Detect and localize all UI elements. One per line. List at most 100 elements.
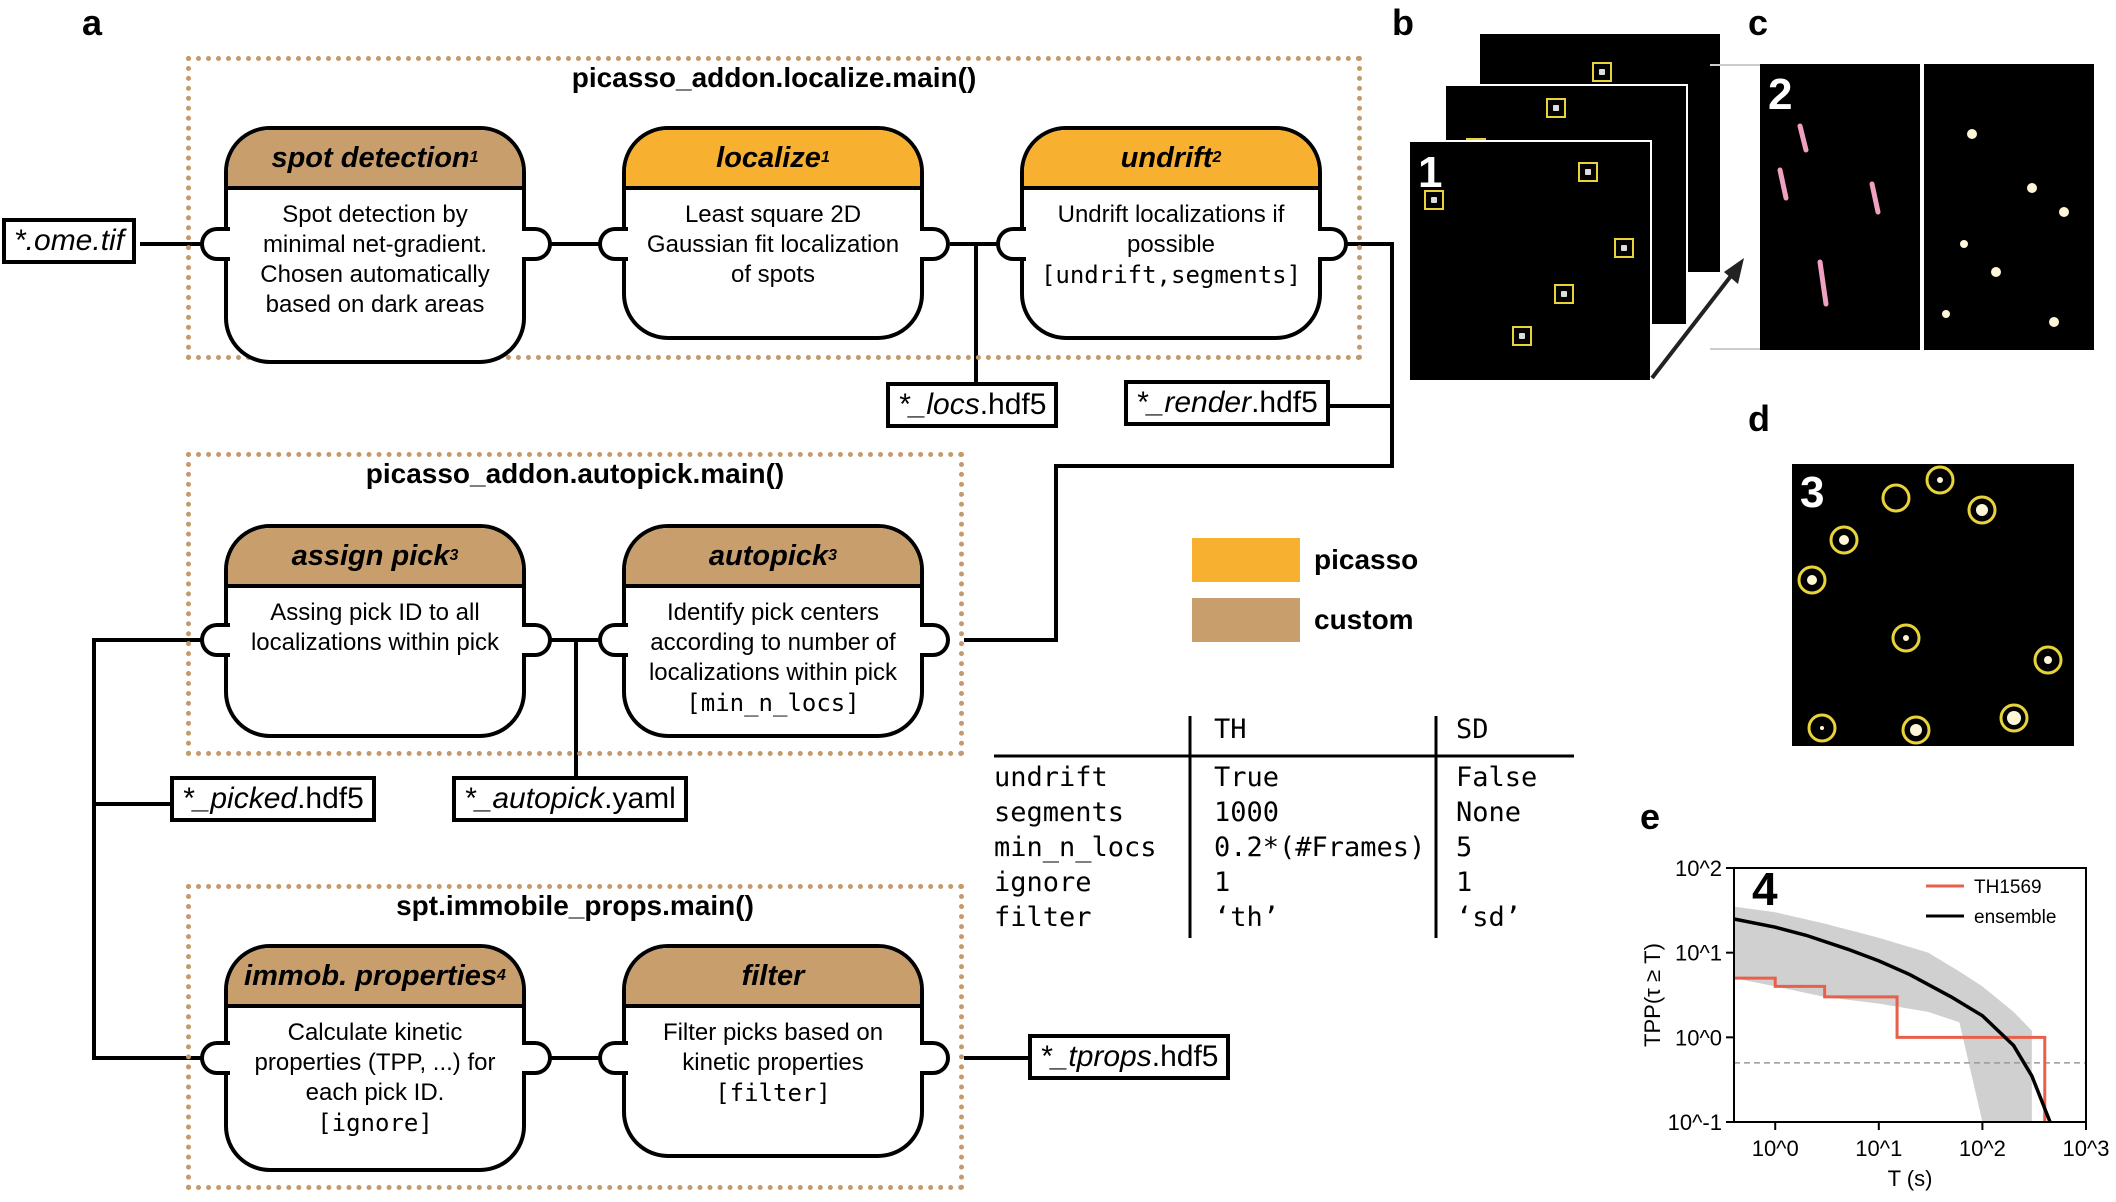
- legend-label-ensemble: ensemble: [1974, 907, 2056, 928]
- legend-swatch-picasso: [1192, 538, 1300, 582]
- localize-group-title: picasso_addon.localize.main(): [571, 62, 977, 93]
- undrifted-spots: [1942, 129, 2069, 327]
- spot-box: [1614, 238, 1634, 258]
- legend-label-picasso: picasso: [1314, 544, 1419, 575]
- picked-file-box: *_picked.hdf5: [170, 776, 376, 822]
- input-knob: [200, 227, 230, 261]
- locs-file-name: *_locs: [898, 388, 980, 421]
- y-tick-label: 10^-1: [1668, 1110, 1722, 1135]
- autopick-image: 3: [1792, 464, 2074, 746]
- param-cell: None: [1456, 797, 1522, 828]
- autopick-group-title: picasso_addon.autopick.main(): [365, 458, 785, 489]
- output-knob: [920, 227, 950, 261]
- filter-title: filter: [741, 959, 805, 992]
- autopick-group-box: [186, 452, 964, 756]
- output-knob: [522, 623, 552, 657]
- zoom-guide-bottom: [1710, 348, 1760, 350]
- output-knob: [522, 1041, 552, 1075]
- picked-file-ext: .hdf5: [297, 782, 364, 815]
- filter-parameters: [filter]: [715, 1079, 831, 1107]
- series-line-ensemble: [1733, 917, 2052, 1123]
- spot-box: [1578, 162, 1598, 182]
- spot-detection-description: Spot detection by minimal net-gradient. …: [260, 201, 490, 318]
- zoom-arrow: [1650, 258, 1744, 380]
- input-knob: [996, 227, 1026, 261]
- param-cell: segments: [994, 797, 1125, 828]
- panel-label-d: d: [1748, 398, 1770, 439]
- param-cell: 5: [1456, 832, 1473, 863]
- spot-detection-title: spot detection: [271, 141, 470, 174]
- x-tick-label: 10^3: [2062, 1136, 2109, 1161]
- autopick-file-name: *_autopick: [464, 782, 605, 815]
- zoom-guide-top: [1710, 64, 1760, 66]
- immobile-group-title: spt.immobile_props.main(): [396, 890, 754, 921]
- autopick-parameters: [min_n_locs]: [686, 689, 860, 717]
- tprops-file-name: *_tprops: [1040, 1040, 1152, 1073]
- spot-box: [1554, 284, 1574, 304]
- x-tick-label: 10^1: [1855, 1136, 1902, 1161]
- panel-label-e: e: [1640, 796, 1661, 837]
- autopick-title: autopick: [708, 539, 829, 572]
- picked-file-name: *_picked: [182, 782, 298, 815]
- spot-box: [1546, 98, 1566, 118]
- assign-pick-description: Assing pick ID to all localizations with…: [250, 599, 500, 656]
- undrift-description: Undrift localizations if possible: [1057, 201, 1285, 258]
- filter-description: Filter picks based on kinetic properties: [662, 1019, 884, 1076]
- localize-group-box: [186, 56, 1362, 360]
- param-table-header-th: TH: [1214, 714, 1247, 745]
- localize-ref: 1: [820, 149, 830, 166]
- input-knob: [598, 1041, 628, 1075]
- param-cell: undrift: [994, 762, 1108, 793]
- spot-box: [1512, 326, 1532, 346]
- y-axis-label: TPP(τ ≥ T): [1640, 943, 1665, 1047]
- input-knob: [598, 623, 628, 657]
- localize-description: Least square 2D Gaussian fit localizatio…: [646, 201, 900, 288]
- immob-properties-body: Calculate kinetic properties (TPP, ...) …: [228, 1008, 522, 1148]
- assign-pick-ref: 3: [449, 547, 459, 564]
- locs-file-box: *_locs.hdf5: [886, 382, 1059, 428]
- param-cell: ‘sd’: [1456, 902, 1522, 933]
- confidence-band: [1734, 906, 2032, 1122]
- spot-box: [1592, 62, 1612, 82]
- input-knob: [598, 227, 628, 261]
- immob-properties-description: Calculate kinetic properties (TPP, ...) …: [254, 1019, 496, 1106]
- spot-box: [1424, 190, 1444, 210]
- image-label-4: 4: [1752, 863, 1778, 915]
- x-axis-label: T (s): [1888, 1166, 1933, 1191]
- locs-file-ext: .hdf5: [979, 388, 1047, 421]
- ome-tif-file-name: *.ome.tif: [14, 224, 125, 257]
- legend-label-TH1569: TH1569: [1974, 877, 2042, 898]
- param-cell: 1: [1214, 867, 1231, 898]
- legend-label-custom: custom: [1314, 604, 1414, 635]
- x-tick-label: 10^2: [1959, 1136, 2006, 1161]
- assign-pick-title: assign pick: [291, 539, 450, 572]
- panel-label-a: a: [82, 2, 103, 43]
- filter-body: Filter picks based on kinetic properties…: [626, 1008, 920, 1118]
- image-divider: [1920, 64, 1924, 350]
- panel-label-b: b: [1392, 2, 1414, 43]
- autopick-file-ext: .yaml: [604, 782, 676, 815]
- input-knob: [200, 1041, 230, 1075]
- filter-header: filter: [626, 948, 920, 1008]
- frame-stack-front: 1: [1408, 140, 1652, 382]
- immob-properties-ref: 4: [497, 967, 506, 984]
- param-cell: False: [1456, 762, 1538, 793]
- drift-traces: [1777, 123, 1881, 307]
- input-knob: [200, 623, 230, 657]
- param-table-header-sd: SD: [1456, 714, 1489, 745]
- immobile-group-box: [186, 884, 964, 1190]
- y-tick-label: 10^1: [1675, 941, 1722, 966]
- tprops-file-ext: .hdf5: [1151, 1040, 1219, 1073]
- output-knob: [920, 623, 950, 657]
- tprops-file-box: *_tprops.hdf5: [1028, 1034, 1231, 1080]
- param-cell: 1: [1456, 867, 1473, 898]
- undrift-parameters: [undrift,segments]: [1040, 261, 1302, 289]
